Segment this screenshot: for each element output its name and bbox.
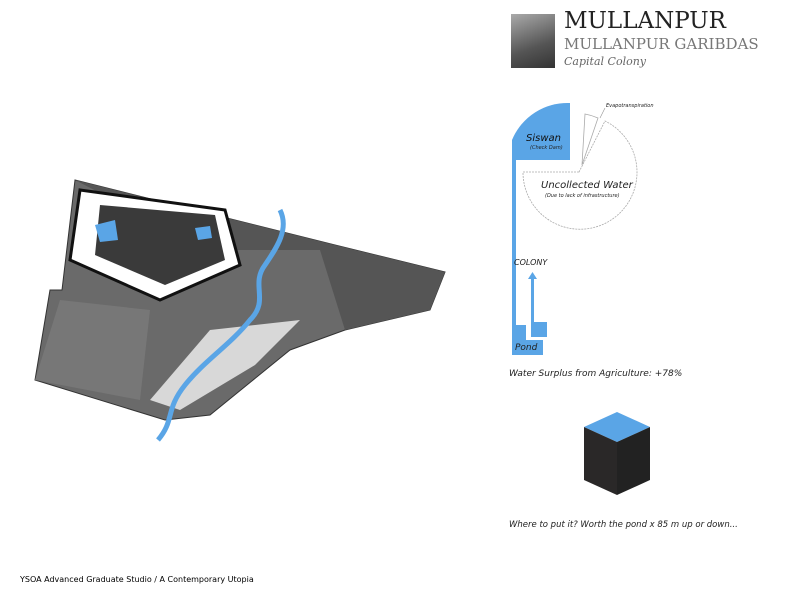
water-volume-cube [584,412,650,495]
isometric-site-map [34,179,446,442]
surplus-text: Water Surplus from Agriculture: +78% [509,369,683,379]
siswan-note: (Check Dam) [530,145,563,151]
uncollected-slice [522,120,638,230]
evapotranspiration-label: Evapotranspiration [606,103,654,109]
path-strip [150,320,300,410]
portrait-photo [511,14,555,68]
evapo-slice [581,113,599,166]
pond-block [512,340,543,355]
siswan-slice [512,102,570,160]
question-text: Where to put it? Worth the pond x 85 m u… [509,520,738,530]
uncollected-note: (Due to lack of infrastructure) [545,193,620,199]
uncollected-label: Uncollected Water [541,180,633,191]
tagline: Capital Colony [564,55,647,68]
pond-label: Pond [515,343,538,353]
colony-label: COLONY [514,258,548,267]
siswan-label: Siswan [526,133,561,144]
page-title: MULLANPUR [564,8,726,34]
up-arrow [531,277,534,322]
water-flow-line [512,160,516,355]
page-subtitle: MULLANPUR GARIBDAS [564,35,759,53]
water-pie-diagram [512,102,638,355]
river-path [156,208,286,442]
footer-credit: YSOA Advanced Graduate Studio / A Contem… [20,575,254,584]
